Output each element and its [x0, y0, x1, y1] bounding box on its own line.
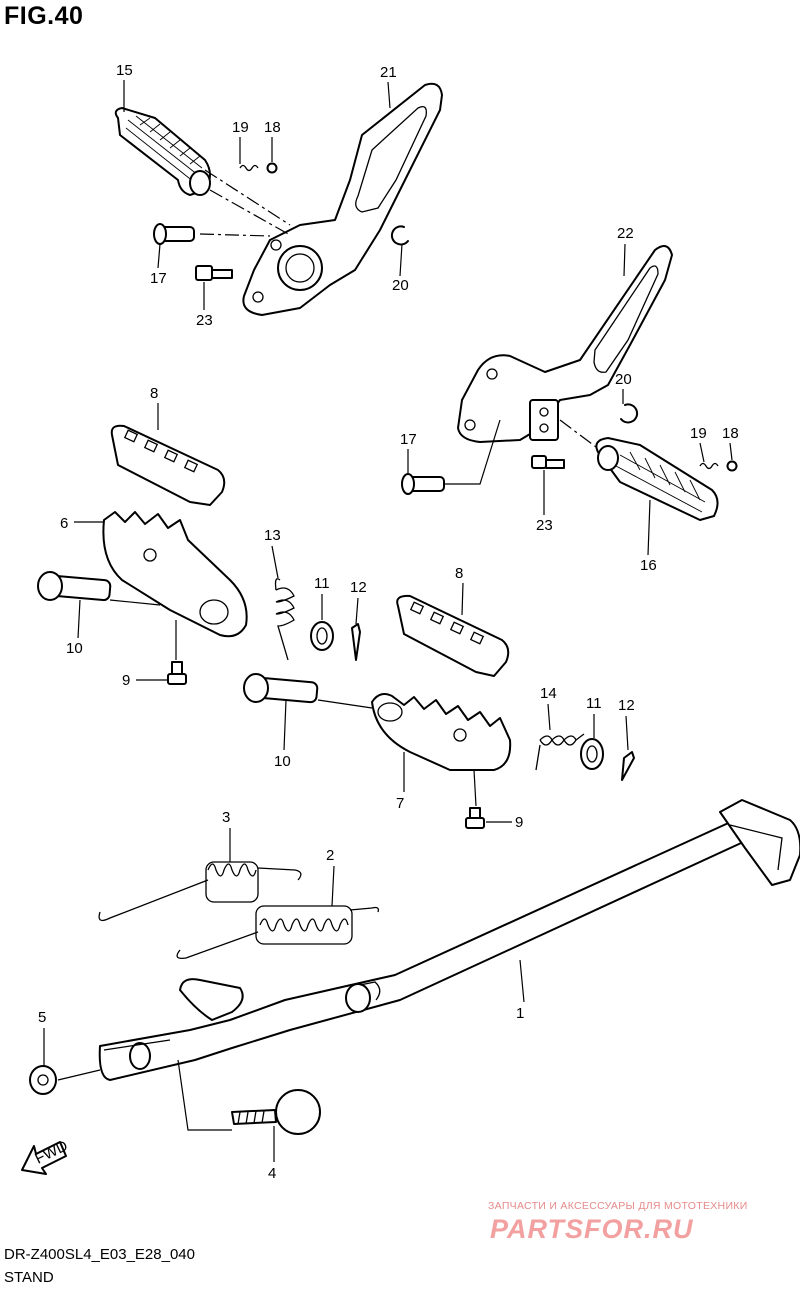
right-footrest-bracket [457, 245, 673, 443]
callout-22: 22 [617, 225, 634, 242]
watermark-tagline: ЗАПЧАСТИ И АКСЕССУАРЫ ДЛЯ МОТОТЕХНИКИ [488, 1200, 748, 1212]
pin-10-right [243, 673, 319, 704]
nut-5 [29, 1065, 57, 1095]
spring-3 [98, 861, 302, 922]
callout-17-right: 17 [400, 431, 417, 448]
footpeg-7-right [371, 693, 512, 771]
bolt-9-right [465, 807, 485, 829]
footpeg-pad-8-left [110, 424, 226, 506]
bolt-23-top [195, 265, 233, 281]
callout-16: 16 [640, 557, 657, 574]
footpeg-pad-8-right [396, 594, 510, 677]
callout-3: 3 [222, 809, 230, 826]
spring-2 [176, 905, 380, 959]
callout-1: 1 [516, 1005, 524, 1022]
right-footpeg [595, 437, 719, 521]
callout-23-top: 23 [196, 312, 213, 329]
cotter-pin-12-right [621, 751, 635, 781]
callout-12-left: 12 [350, 579, 367, 596]
ball-18-top [266, 162, 278, 174]
pin-17-top [153, 223, 195, 245]
cotter-pin-12-left [351, 623, 361, 661]
callout-10-right: 10 [274, 753, 291, 770]
spring-14 [535, 733, 585, 771]
washer-11-right [580, 738, 604, 770]
washer-11-left [310, 621, 334, 651]
callout-15: 15 [116, 62, 133, 79]
ball-18-right [726, 460, 738, 472]
callout-20-top: 20 [392, 277, 409, 294]
callout-7: 7 [396, 795, 404, 812]
spring-19-right [699, 462, 719, 470]
callouts: 15 19 18 21 17 20 23 22 20 19 18 17 23 1… [38, 62, 739, 1182]
footpeg-6-left [102, 511, 248, 638]
callout-8-left: 8 [150, 385, 158, 402]
callout-9-left: 9 [122, 672, 130, 689]
bolt-4 [231, 1089, 321, 1135]
callout-13: 13 [264, 527, 281, 544]
callout-20-right: 20 [615, 371, 632, 388]
callout-23-right: 23 [536, 517, 553, 534]
callout-19-right: 19 [690, 425, 707, 442]
callout-9-right: 9 [515, 814, 523, 831]
spring-19-top [239, 164, 259, 172]
callout-6: 6 [60, 515, 68, 532]
pin-17-right [401, 473, 445, 495]
watermark-logo: PARTSFOR.RU [490, 1214, 694, 1244]
section-name: STAND [4, 1269, 54, 1286]
figure-title: FIG.40 [4, 2, 84, 30]
callout-4: 4 [268, 1165, 276, 1182]
clip-20-top [390, 225, 409, 246]
callout-11-left: 11 [314, 575, 330, 592]
callout-19-top: 19 [232, 119, 249, 136]
spring-13 [274, 578, 295, 661]
left-footrest-bracket [242, 82, 443, 316]
left-footpeg [114, 107, 211, 196]
fwd-arrow-icon: FWD [21, 1137, 71, 1175]
callout-12-right: 12 [618, 697, 635, 714]
callout-2: 2 [326, 847, 334, 864]
model-code: DR-Z400SL4_E03_E28_040 [4, 1246, 195, 1263]
callout-14: 14 [540, 685, 557, 702]
callout-18-top: 18 [264, 119, 281, 136]
side-stand [98, 799, 800, 1081]
callout-5: 5 [38, 1009, 46, 1026]
callout-10-left: 10 [66, 640, 83, 657]
callout-8-right: 8 [455, 565, 463, 582]
callout-21: 21 [380, 64, 397, 81]
bolt-23-right [531, 455, 565, 469]
callout-17-top: 17 [150, 270, 167, 287]
bolt-9-left [167, 661, 187, 685]
clip-20-right [620, 403, 639, 424]
callout-11-right: 11 [586, 695, 602, 712]
callout-18-right: 18 [722, 425, 739, 442]
pin-10-left [37, 571, 112, 602]
